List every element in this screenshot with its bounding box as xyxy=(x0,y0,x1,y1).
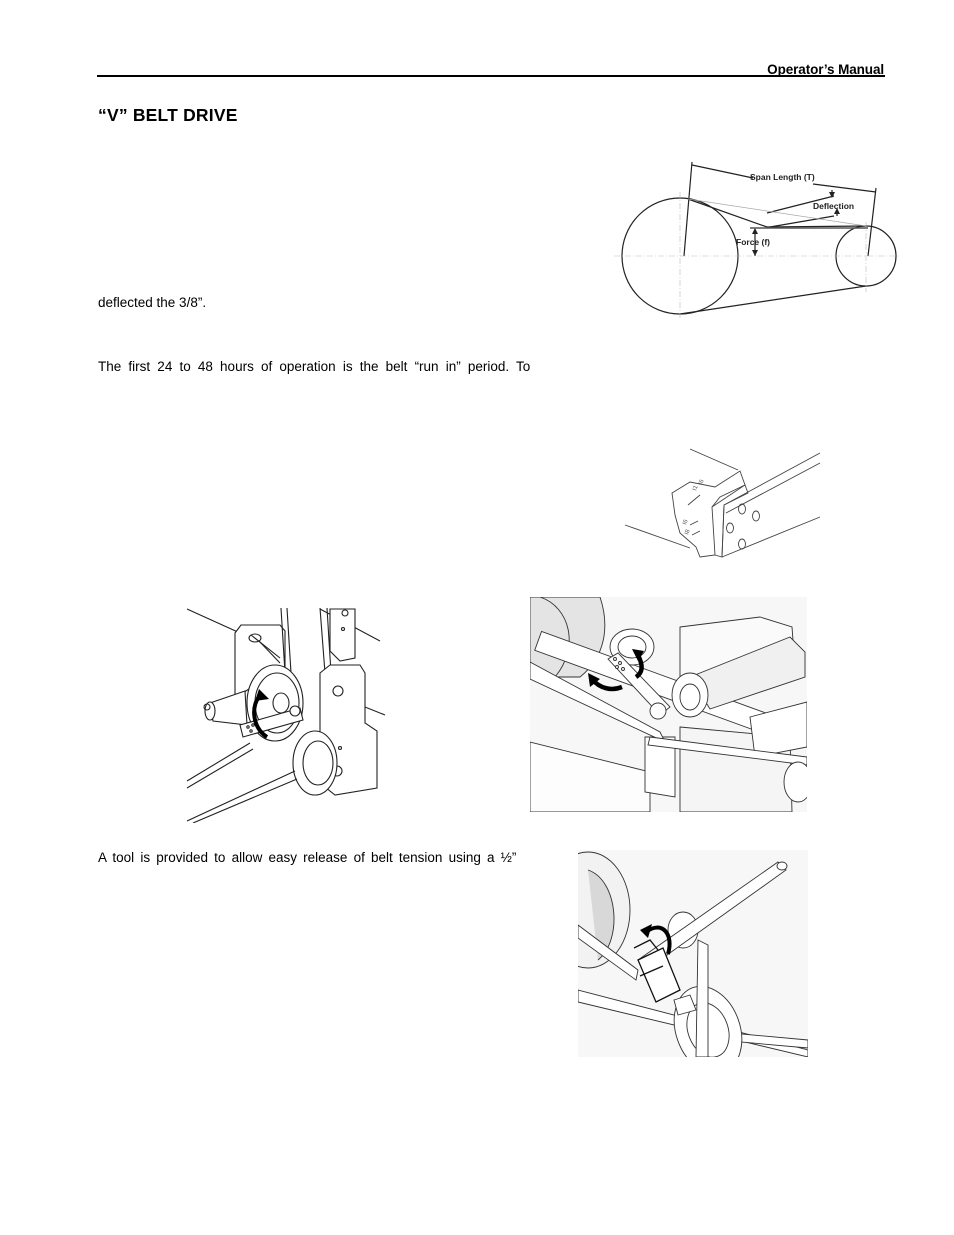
header-rule xyxy=(97,75,885,77)
deflection-label: Deflection xyxy=(813,201,854,211)
tensioner-assembly-figure xyxy=(530,597,807,812)
tensioner-bracket-svg: I1 I6 I6 I8 xyxy=(624,448,821,558)
tensioner-bracket-scale-figure: I1 I6 I6 I8 xyxy=(620,445,825,563)
belt-deflection-diagram: Span Length (T) Deflection Force (f) xyxy=(612,152,902,318)
idler-pulley-figure xyxy=(185,603,387,823)
svg-text:I6: I6 xyxy=(682,518,690,525)
paragraph-deflection-fragment: deflected the 3/8”. xyxy=(98,295,207,310)
svg-text:I8: I8 xyxy=(684,528,692,535)
svg-text:I6: I6 xyxy=(698,478,706,485)
svg-text:I1: I1 xyxy=(692,484,700,491)
release-tool-svg xyxy=(578,851,808,1057)
paragraph-release-tool: A tool is provided to allow easy release… xyxy=(98,850,517,865)
idler-pulley-svg xyxy=(186,607,386,823)
paragraph-run-in-period: The first 24 to 48 hours of operation is… xyxy=(98,359,531,374)
belt-deflection-svg: Span Length (T) Deflection Force (f) xyxy=(614,161,900,318)
section-title: “V” BELT DRIVE xyxy=(98,105,238,125)
running-header-title: Operator’s Manual xyxy=(767,62,884,77)
span-length-label: Span Length (T) xyxy=(750,172,815,182)
release-tool-figure xyxy=(578,850,808,1057)
force-label: Force (f) xyxy=(736,237,770,247)
tensioner-assembly-svg xyxy=(530,597,807,812)
